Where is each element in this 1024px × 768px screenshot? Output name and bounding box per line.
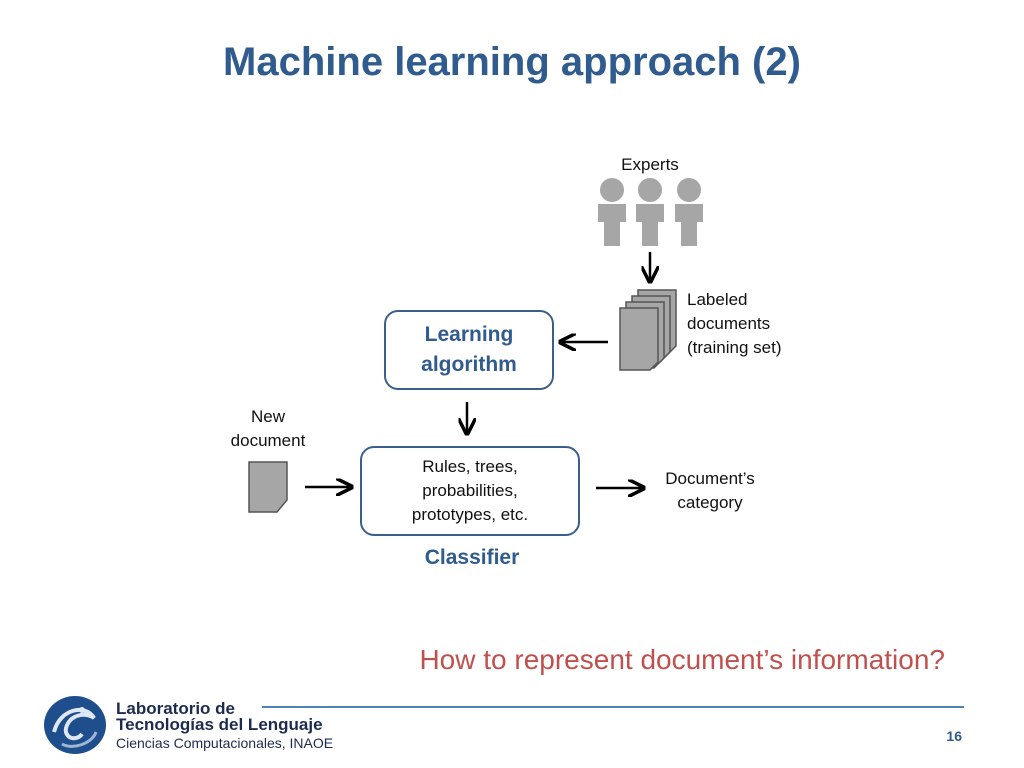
question-text: How to represent document’s information? [419, 644, 945, 675]
labeled-docs-line: (training set) [687, 338, 782, 357]
category-line: Document’s [665, 469, 755, 488]
classifier-box: Rules, trees, probabilities, prototypes,… [360, 446, 580, 536]
learning-line: Learning [424, 323, 514, 346]
inaoe-logo-icon [44, 696, 106, 754]
learning-algorithm-box: Learning algorithm [384, 310, 554, 390]
classifier-content: Rules, trees, probabilities, prototypes,… [412, 455, 528, 527]
new-document-label: New document [218, 405, 318, 453]
classifier-caption: Classifier [424, 546, 520, 569]
experts-label: Experts [621, 155, 679, 174]
logo-line2: Tecnologías del Lenguaje [116, 715, 323, 734]
person-icon [675, 178, 703, 246]
footer-divider [262, 706, 964, 708]
experts-icon [598, 178, 703, 246]
new-doc-line: New [250, 407, 285, 426]
logo-line1: Laboratorio de [116, 699, 236, 718]
logo-line3: Ciencias Computacionales, INAOE [116, 735, 334, 751]
labeled-docs-line: documents [687, 314, 771, 333]
category-line: category [677, 493, 743, 512]
new-doc-line: document [230, 431, 306, 450]
labeled-docs-line: Labeled [687, 290, 748, 309]
classifier-line: probabilities, [422, 481, 518, 500]
learning-algorithm-label: Learning algorithm [421, 320, 517, 380]
page-number: 16 [946, 728, 962, 744]
person-icon [598, 178, 626, 246]
labeled-documents-label: Labeled documents (training set) [687, 288, 781, 360]
classifier-line: prototypes, etc. [411, 505, 529, 524]
document-category-label: Document’s category [650, 467, 770, 515]
labeled-documents-icon [619, 289, 677, 371]
person-icon [636, 178, 664, 246]
new-document-icon [248, 461, 288, 513]
learning-line: algorithm [421, 353, 517, 376]
slide-title: Machine learning approach (2) [223, 40, 801, 84]
classifier-line: Rules, trees, [422, 457, 518, 476]
